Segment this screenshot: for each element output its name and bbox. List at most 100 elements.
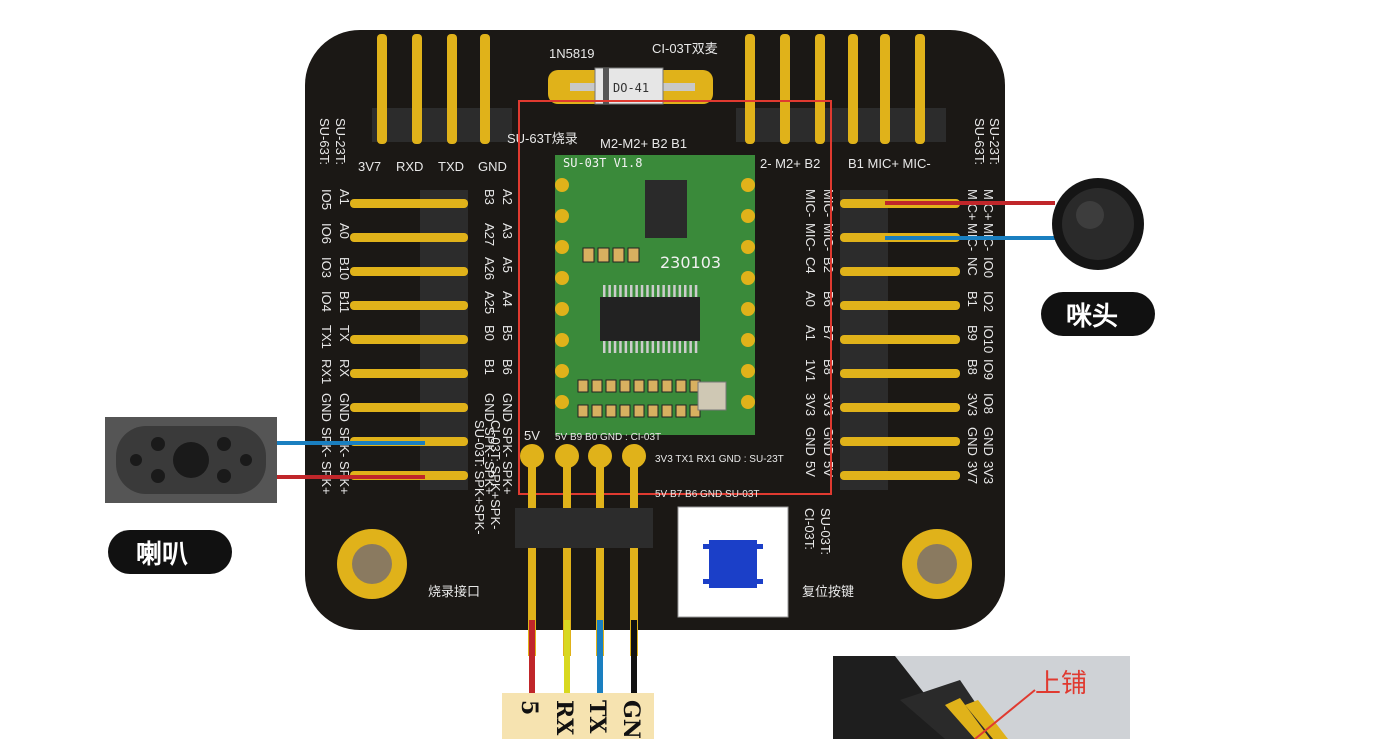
left-pin-label: GND <box>482 393 497 422</box>
mounting-hole-right <box>902 529 972 599</box>
smd-component <box>627 247 640 263</box>
header-mid-label: M2-M2+ B2 B1 <box>600 136 687 151</box>
right-pin-label: MIC- <box>803 223 818 251</box>
wire-yellow <box>564 620 570 700</box>
left-pin-label: SPK- <box>482 427 497 457</box>
left-pin <box>350 267 468 276</box>
ic-lead <box>662 341 665 353</box>
left-pin-label: SPK+ <box>482 461 497 495</box>
right-pin-label: NC <box>965 257 980 276</box>
reset-button <box>677 506 789 618</box>
module-pad <box>741 271 755 285</box>
bottom-header-top-label: 5V B9 B0 GND : CI-03T <box>555 432 661 443</box>
right-pin-label: 3V3 <box>821 393 836 416</box>
left-pin <box>350 403 468 412</box>
wire-black <box>631 620 637 700</box>
right-pin-label: B7 <box>821 325 836 341</box>
right-pin-label: IO2 <box>981 291 996 312</box>
module-name: SU-03T V1.8 <box>563 156 642 170</box>
ic-lead <box>678 341 682 353</box>
smd-component <box>591 379 603 393</box>
diode-label: 1N5819 <box>549 46 595 61</box>
right-pin <box>840 403 960 412</box>
right-pin <box>840 267 960 276</box>
ic-lead <box>667 341 671 353</box>
ic-lead <box>694 341 698 353</box>
module-pad <box>555 271 569 285</box>
right-pin-label: 5V <box>803 461 818 477</box>
bottom-5v-label: 5V <box>524 428 540 443</box>
left-pin-label: A26 <box>482 257 497 280</box>
ic-lead <box>673 341 676 353</box>
smd-component <box>675 404 687 418</box>
smd-component <box>661 379 673 393</box>
module-pad <box>741 333 755 347</box>
header-right-label: B1 MIC+ MIC- <box>848 156 931 171</box>
module-pad <box>741 209 755 223</box>
left-pin-label: SPK+ <box>500 461 515 495</box>
right-bottom-label-2: SU-03T: <box>818 508 833 555</box>
ic-lead <box>662 285 665 297</box>
ic-lead <box>624 341 628 353</box>
module-pad <box>741 240 755 254</box>
left-pin-label: RX1 <box>319 359 334 384</box>
smd-component <box>689 404 701 418</box>
inset-photo: 上铺 <box>833 656 1130 739</box>
left-pin-label: IO6 <box>319 223 334 244</box>
left-side-top2-label: SU-23T: <box>333 118 348 165</box>
smd-component <box>647 379 659 393</box>
right-pin-label: MIC- <box>821 189 836 217</box>
smd-component <box>591 404 603 418</box>
left-pin-label: B6 <box>500 359 515 375</box>
ic-lead <box>624 285 628 297</box>
module-pad <box>741 395 755 409</box>
right-pin-label: IO8 <box>981 393 996 414</box>
right-side-top-label: SU-23T: <box>987 118 1002 165</box>
right-pin <box>840 369 960 378</box>
right-pin-label: GND <box>981 427 996 456</box>
speaker-callout-label: 喇叭 <box>136 540 188 570</box>
left-pin-label: A4 <box>500 291 515 307</box>
right-pin-label: IO9 <box>981 359 996 380</box>
bottom-header-mid-label: 3V3 TX1 RX1 GND : SU-23T <box>655 454 784 465</box>
ic-lead <box>603 285 606 297</box>
ic-lead <box>678 285 682 297</box>
left-pin-label: IO4 <box>319 291 334 312</box>
right-pin-label: A1 <box>803 325 818 341</box>
right-pin-label: A0 <box>803 291 818 307</box>
left-bottom-label-2: CI-03T: SPK+SPK- <box>488 420 503 529</box>
right-pin <box>840 301 960 310</box>
smd-component <box>633 404 645 418</box>
right-pin-label: B1 <box>965 291 980 307</box>
right-pin-label: B8 <box>965 359 980 375</box>
left-pin <box>350 301 468 310</box>
ic-lead <box>651 341 655 353</box>
ic-lead <box>630 285 633 297</box>
left-pin-label: A25 <box>482 291 497 314</box>
smd-component <box>605 404 617 418</box>
right-pin <box>840 335 960 344</box>
reset-key-label: 复位按键 <box>802 584 854 599</box>
wire-label-strip <box>502 693 654 739</box>
ic-lead <box>684 285 687 297</box>
right-pin-label: MIC- <box>803 189 818 217</box>
diode-body-label: DO-41 <box>613 81 649 95</box>
left-pin-label: SPK- <box>500 427 515 457</box>
burn-label: SU-63T烧录 <box>507 131 578 146</box>
top-right-header <box>736 34 946 144</box>
ic-lead <box>613 341 617 353</box>
module-date-code: 230103 <box>660 253 721 272</box>
ic-lead <box>646 341 649 353</box>
right-pin-label: B8 <box>821 359 836 375</box>
smd-component <box>577 404 589 418</box>
right-side-top2-label: SU-63T: <box>972 118 987 165</box>
ic-lead <box>657 341 660 353</box>
smd-component <box>597 247 610 263</box>
left-pin-label: IO3 <box>319 257 334 278</box>
right-pin-label: 3V7 <box>965 461 980 484</box>
module-pad <box>741 178 755 192</box>
right-pin <box>840 437 960 446</box>
left-pin-label: TX1 <box>319 325 334 349</box>
header-pin-label: 3V7 <box>358 159 381 174</box>
right-pin-label: B2 <box>821 257 836 273</box>
